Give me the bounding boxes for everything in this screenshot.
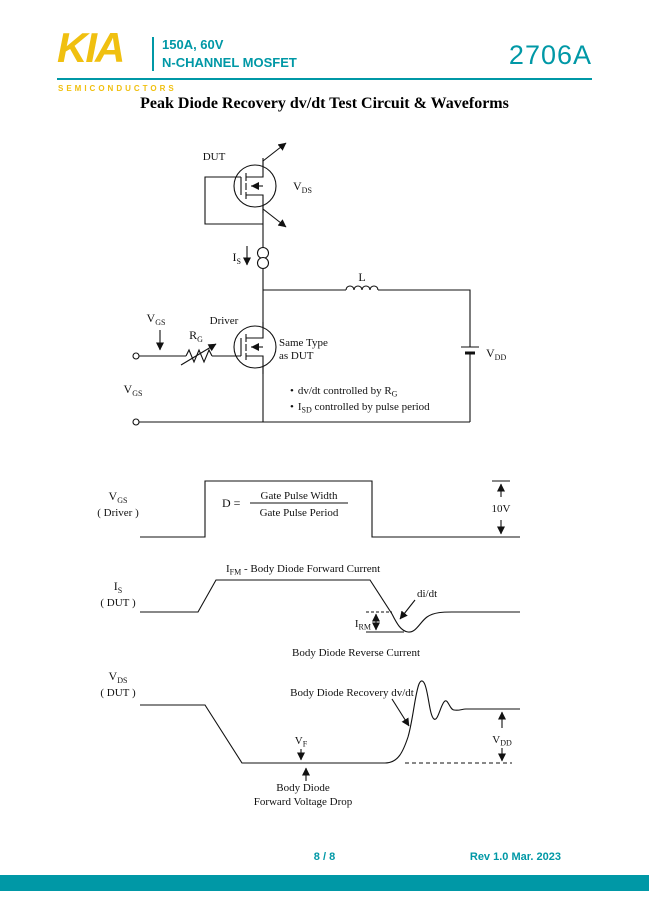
dut-label: DUT [203,151,226,163]
vds-trace [140,680,520,764]
inductor-right-wire [378,289,471,347]
vgs-source-label: VGS [124,382,143,398]
driver-label: Driver [210,315,239,327]
note-dvdt: •dv/dt controlled by RG [290,385,398,399]
vds-axis-label: VDS [109,669,128,685]
current-source-symbol [256,246,270,270]
source-terminal [132,418,140,426]
vdd-dim-label: VDD [492,734,512,748]
inductor-symbol [345,285,379,291]
amplitude-label: 10V [492,503,511,515]
same-type-label-line1: Same Type [279,337,328,349]
is-axis-sublabel: ( DUT ) [100,597,136,609]
gate-pulse-trace [140,480,520,538]
spec-device-type: N-CHANNEL MOSFET [162,55,297,70]
ifm-label: IFM - Body Diode Forward Current [226,563,380,577]
test-circuit-diagram [132,142,479,426]
dut-mosfet-symbol [204,160,277,225]
dut-gate-source-short-wire [204,176,263,225]
part-number: 2706A [508,40,592,70]
recovery-label: Body Diode Recovery dv/dt [290,687,414,699]
didt-leader [399,599,416,620]
fwd-drop-label-line1: Body Diode [276,782,330,794]
driver-body-diode-arrow [251,343,259,351]
vds-probe-bottom-arrow [262,208,287,228]
vds-dut-waveform: VDS ( DUT ) Body Diode Recovery dv/dt VF… [100,669,520,808]
circuit-labels: DUT VDS IS L Driver Same Type as DUT VGS… [124,151,507,415]
driver-source-lead [246,355,264,374]
driver-mosfet-symbol [212,322,277,374]
gate-pulse-width-label: Gate Pulse Width [261,490,338,502]
footer-bar [0,875,649,891]
recovery-leader [391,698,410,727]
rg-label: RG [189,328,203,344]
didt-label: di/dt [417,588,437,600]
dut-drain-lead [246,160,264,178]
is-axis-label: IS [114,579,122,595]
page-number: 8 / 8 [313,851,336,863]
vgs-axis-sublabel: ( Driver ) [97,507,139,519]
same-type-label-line2: as DUT [279,350,314,362]
page-title: Peak Diode Recovery dv/dt Test Circuit &… [140,95,509,112]
inductor-label: L [358,270,365,284]
revision-label: Rev 1.0 Mar. 2023 [469,851,561,863]
irm-label: IRM [355,618,371,632]
vdd-label: VDD [486,346,506,362]
gate-terminal [132,352,140,360]
vgs-axis-label: VGS [109,489,128,505]
dut-body-diode-arrow [251,182,259,190]
header-rule [57,78,592,80]
battery-symbol [461,346,479,355]
vds-label: VDS [293,179,312,195]
vgs-probe-label: VGS [147,311,166,327]
duty-cycle-label: D = [222,496,241,510]
gate-pulse-period-label: Gate Pulse Period [260,507,339,519]
driver-drain-lead [246,322,264,339]
header-divider [152,37,154,71]
note-isd: •ISD controlled by pulse period [290,401,430,415]
is-label: IS [233,250,241,266]
fwd-drop-label-line2: Forward Voltage Drop [254,796,353,808]
body-diode-current-trace [140,579,520,633]
kia-logo-subtitle: SEMICONDUCTORS [58,84,177,93]
dut-source-lead [246,194,264,213]
kia-logo: KIA [57,24,125,71]
vds-axis-sublabel: ( DUT ) [100,687,136,699]
vds-probe-top-arrow [262,142,287,162]
vf-label: VF [295,735,308,749]
spec-current-voltage: 150A, 60V [162,37,224,52]
is-dut-waveform: IS ( DUT ) IFM - Body Diode Forward Curr… [100,563,520,659]
reverse-current-label: Body Diode Reverse Current [292,647,420,659]
rg-variable-arrow [180,343,217,366]
vgs-driver-waveform: VGS ( Driver ) D = Gate Pulse Width Gate… [97,480,520,538]
